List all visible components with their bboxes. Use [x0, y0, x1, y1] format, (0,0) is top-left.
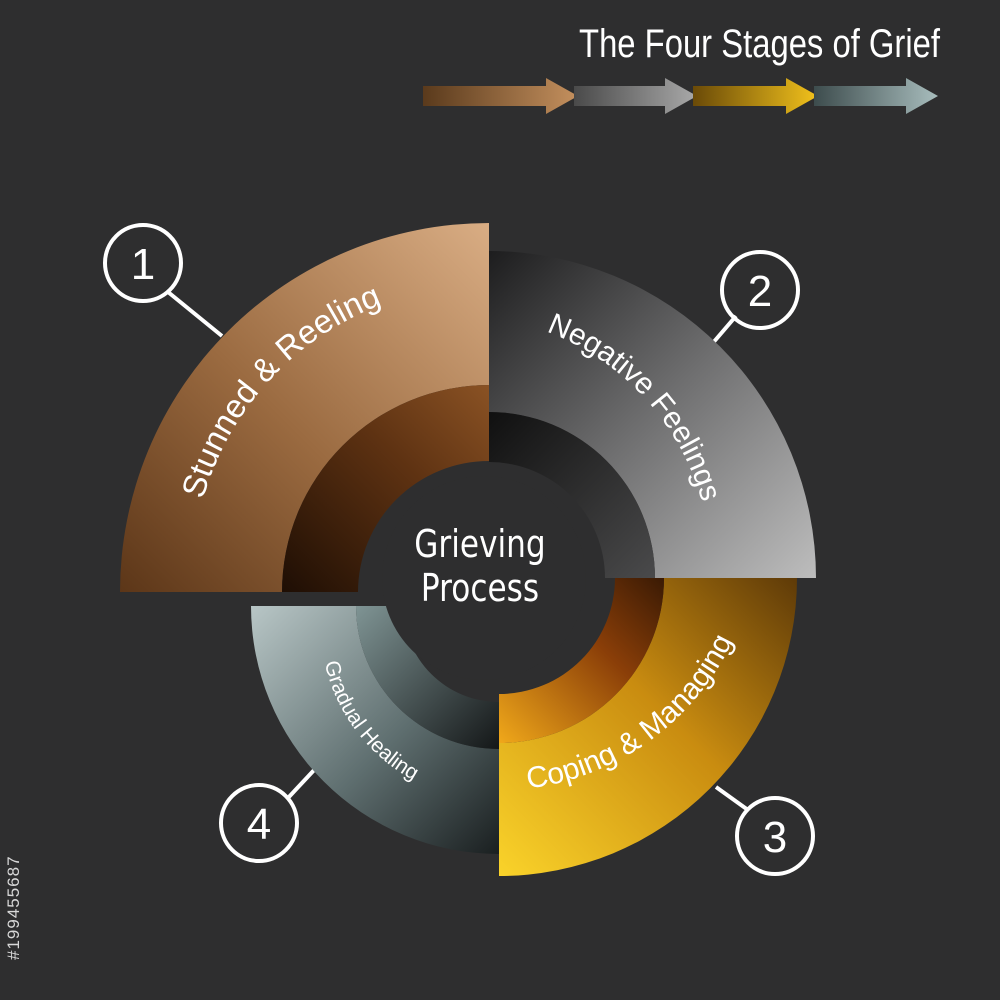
stage-4-badge: 4 [219, 783, 299, 863]
stage-4-number: 4 [247, 800, 271, 849]
stage-4-segment [251, 606, 499, 854]
stage-4-inner-band [356, 606, 499, 749]
stage-1-segment [120, 223, 489, 592]
stage-1-outer-band [120, 223, 489, 592]
stage-2-number: 2 [748, 267, 772, 316]
leader-line-3 [714, 785, 750, 812]
leader-line-2 [710, 314, 738, 346]
leader-line-1 [166, 290, 224, 338]
stage-2-segment [489, 251, 816, 578]
arrow-stage-3 [693, 78, 818, 114]
stage-1-badge: 1 [103, 223, 183, 303]
stage-1-number: 1 [131, 240, 155, 289]
leader-line-4 [285, 766, 318, 801]
stage-2-badge: 2 [720, 250, 800, 330]
arrow-stage-2 [574, 78, 697, 114]
stage-3-segment [499, 578, 797, 876]
stage-3-badge: 3 [735, 796, 815, 876]
watermark-id: #199455687 [4, 855, 23, 960]
stage-1-inner-band [282, 385, 489, 592]
center-label-line-2: Process [420, 566, 540, 610]
center-label: Grieving Process [398, 522, 562, 610]
stage-3-number: 3 [763, 813, 787, 862]
arrow-stage-1 [423, 78, 578, 114]
stage-progress-arrows [423, 78, 938, 114]
stage-2-outer-band [489, 251, 816, 578]
diagram-title: The Four Stages of Grief [579, 22, 940, 66]
center-label-line-1: Grieving [414, 522, 546, 566]
stage-3-inner-band [499, 578, 664, 743]
stage-4-outer-band [251, 606, 499, 854]
center-hub [382, 476, 586, 680]
stage-2-inner-band [489, 412, 655, 578]
stage-3-outer-band [499, 578, 797, 876]
arrow-stage-4 [814, 78, 938, 114]
